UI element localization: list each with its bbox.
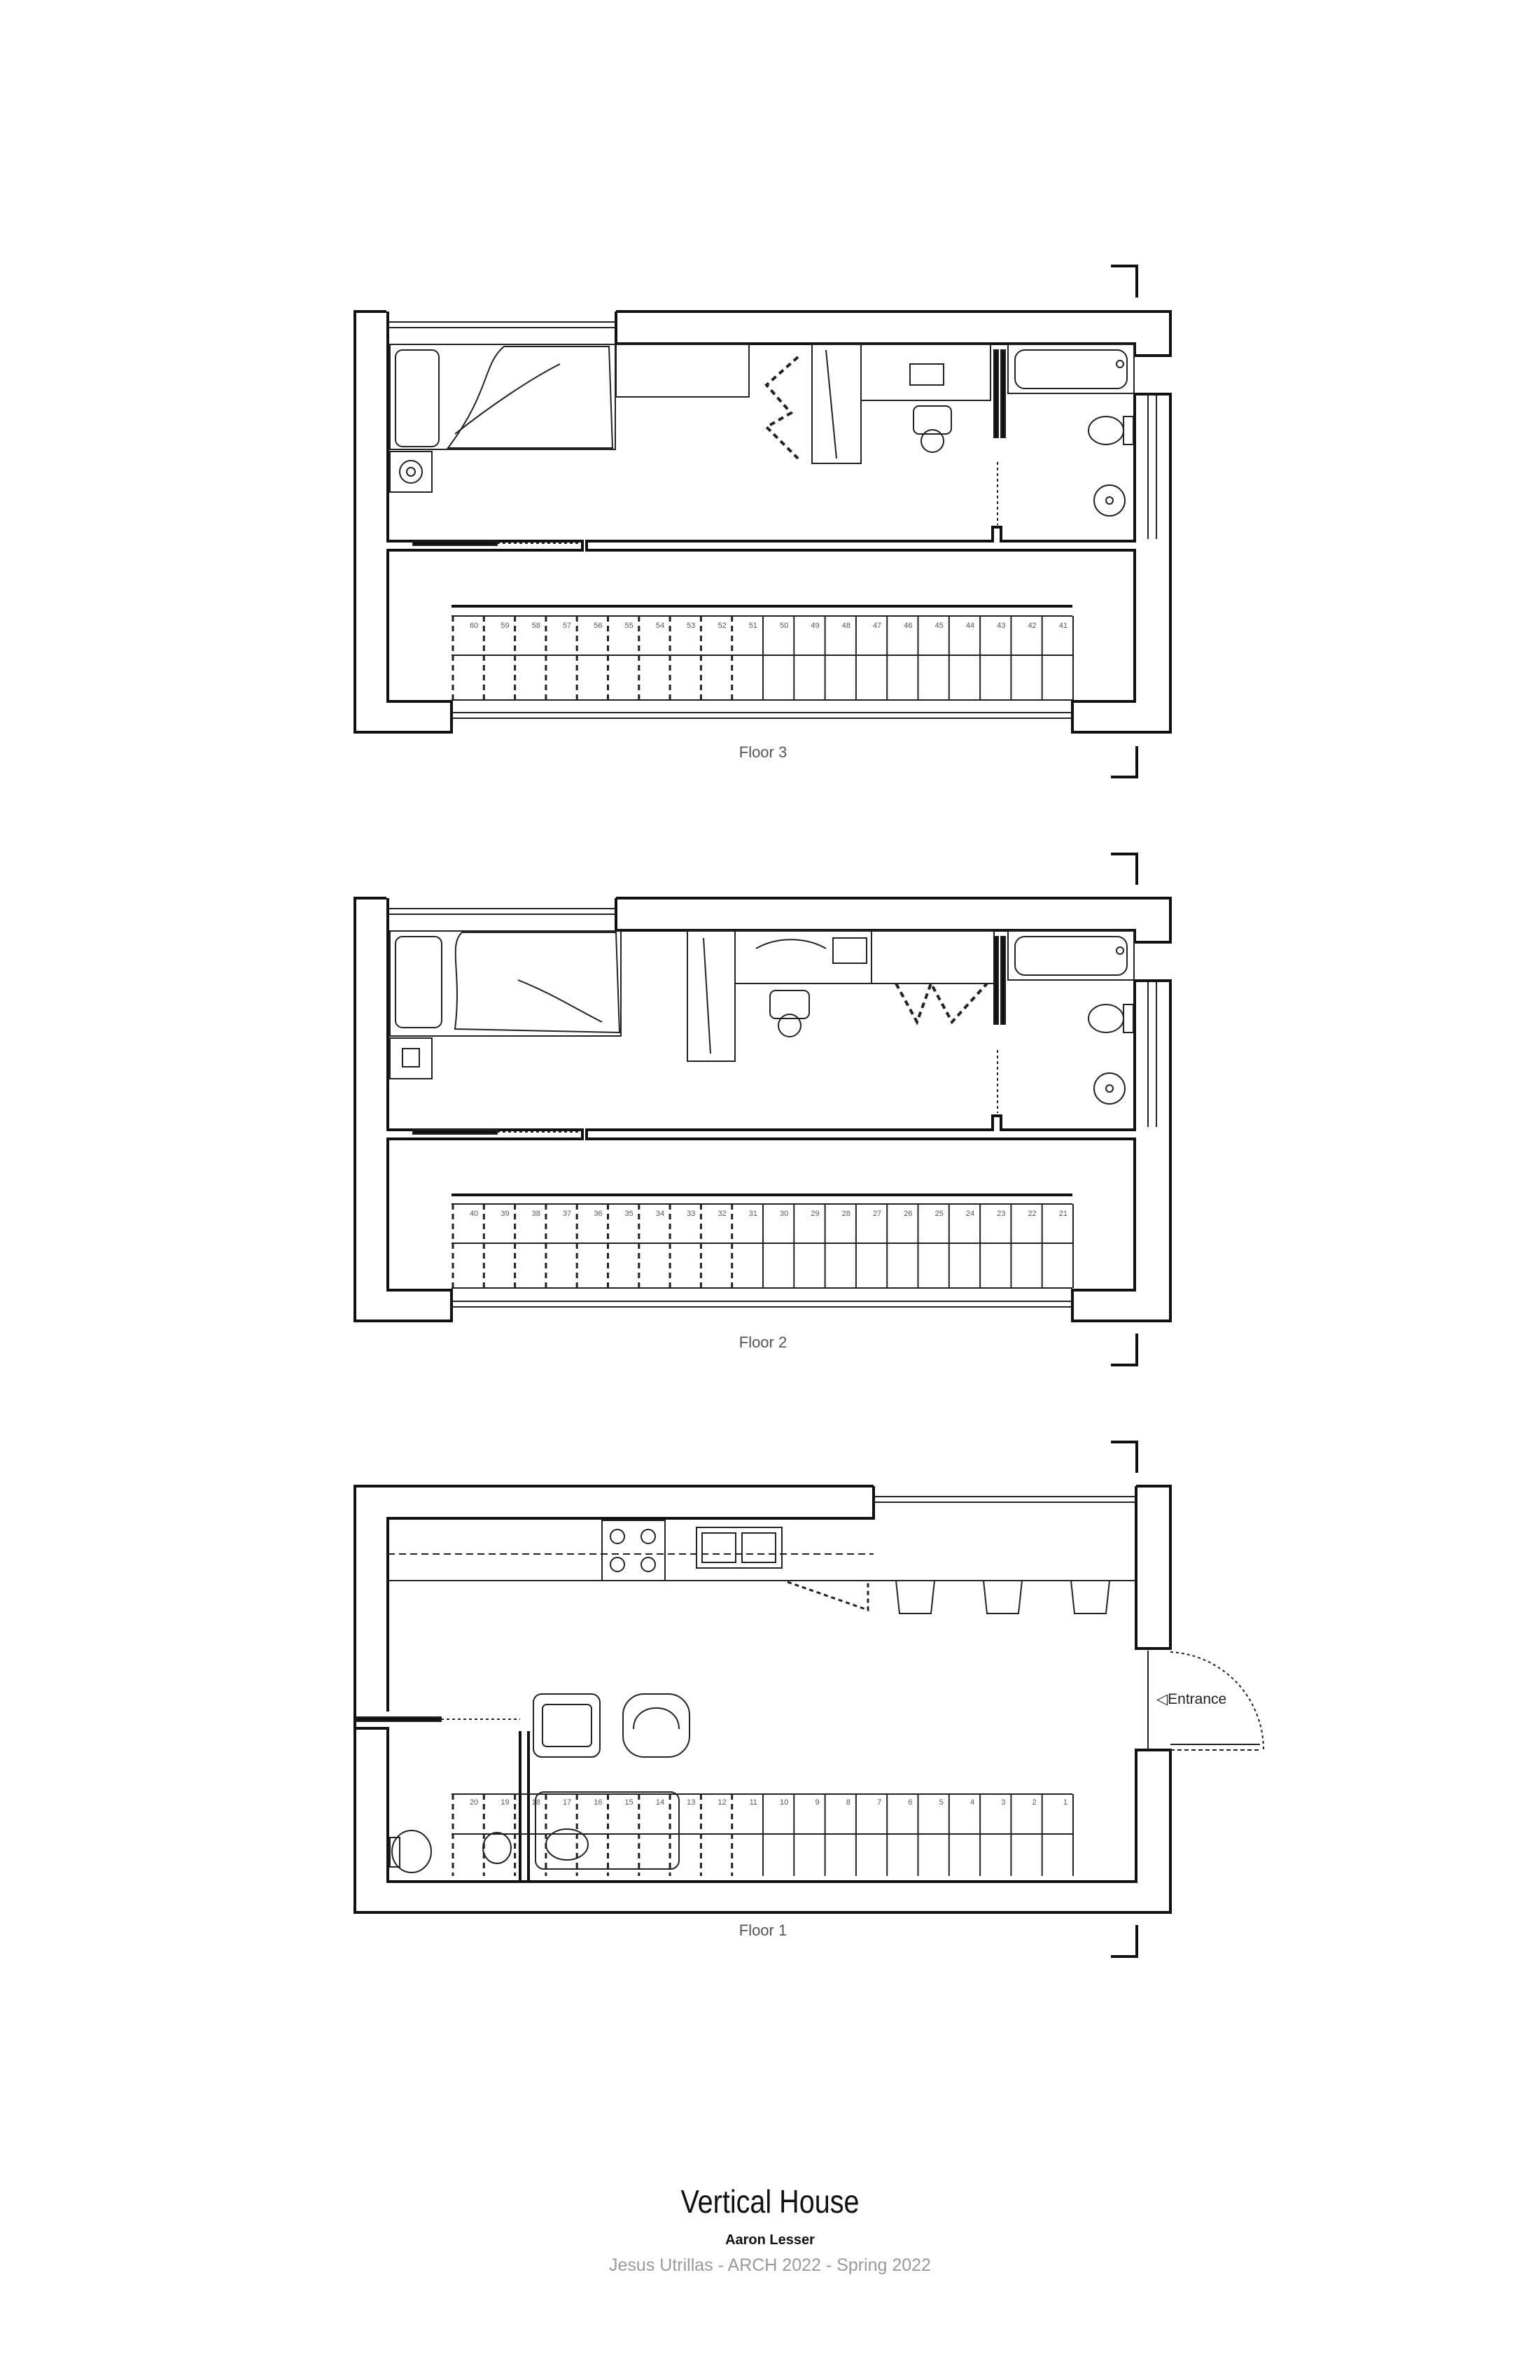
stair-step-number: 33 [687,1210,695,1218]
stair-step-number: 13 [687,1798,695,1807]
stair-step-number: 41 [1059,622,1068,630]
stair-step-number: 39 [500,1210,509,1218]
sheet-credits: Jesus Utrillas - ARCH 2022 - Spring 2022 [609,2255,931,2275]
wall [585,979,1172,1322]
stair-step-number: 30 [780,1210,788,1218]
sheet-title: Vertical House [680,2183,860,2220]
stair-step-number: 38 [532,1210,540,1218]
wall [354,897,584,1322]
stair-step-number: 19 [500,1798,509,1807]
stair-step-number: 1 [1063,1798,1068,1807]
floor-1-plan: 20 19 18 17 16 15 14 13 12 11 10 9 8 7 6 5 4 3 2 1 [354,1441,1265,1958]
stair-step-number: 26 [904,1210,912,1218]
stair-step-number: 60 [470,622,478,630]
stair-step-number: 51 [749,622,757,630]
stair-step-number: 20 [470,1798,478,1807]
stair-step-number: 42 [1028,622,1036,630]
stair-step-number: 14 [656,1798,664,1807]
stair-step-number: 44 [966,622,974,630]
stair-step-number: 9 [815,1798,819,1807]
wall [354,310,584,734]
stair-step-number: 3 [1001,1798,1005,1807]
stair-step-number: 12 [718,1798,726,1807]
stair-step-number: 29 [811,1210,819,1218]
stair-step-number: 24 [966,1210,974,1218]
floor-3-plan: 60 59 58 57 56 55 54 53 52 51 50 49 48 47 46 45 44 43 42 41 [354,265,1172,778]
stair-step-number: 6 [908,1798,912,1807]
stair-step-number: 35 [625,1210,634,1218]
stair-step-number: 57 [563,622,571,630]
stair-step-number: 5 [939,1798,944,1807]
stair-step-number: 27 [873,1210,881,1218]
stair-step-number: 56 [594,622,602,630]
wall [1135,1485,1172,1650]
stair-step-number: 10 [780,1798,788,1807]
stair-step-number: 58 [532,622,540,630]
stair-step-number: 45 [935,622,944,630]
stair-step-number: 49 [811,622,819,630]
wall [615,310,1172,357]
stair-step-number: 59 [500,622,509,630]
stair-step-number: 32 [718,1210,726,1218]
stair-step-number: 18 [532,1798,540,1807]
stair-step-number: 52 [718,622,726,630]
floor-1-label: Floor 1 [738,1921,788,1939]
stair-step-number: 25 [935,1210,944,1218]
stair-step-number: 36 [594,1210,602,1218]
stair-step-number: 46 [904,622,912,630]
floor-2-plan: 40 39 38 37 36 35 34 33 32 31 30 29 28 27 26 25 24 23 22 21 [354,853,1172,1366]
floor-2-label: Floor 2 [738,1334,788,1351]
stair-step-number: 47 [873,622,881,630]
stair-step-number: 22 [1028,1210,1036,1218]
stair-step-number: 21 [1059,1210,1068,1218]
stair-step-number: 34 [656,1210,664,1218]
floor-3-label: Floor 3 [738,743,788,761]
stair-step-number: 54 [656,622,664,630]
sheet-author: Aaron Lesser [725,2232,815,2248]
stair-step-number: 50 [780,622,788,630]
stair-step-number: 7 [877,1798,881,1807]
stair-step-number: 15 [625,1798,634,1807]
stair-step-number: 55 [625,622,634,630]
stair-step-number: 4 [970,1798,974,1807]
stair-step-number: 37 [563,1210,571,1218]
stair-step-number: 8 [846,1798,850,1807]
stair-step-number: 43 [997,622,1005,630]
wall [615,897,1172,944]
stair-step-number: 2 [1032,1798,1037,1807]
stair-step-number: 23 [997,1210,1005,1218]
stair-step-number: 11 [750,1798,757,1807]
entrance-label: ◁Entrance [1156,1691,1227,1707]
stair-step-number: 16 [594,1798,602,1807]
stair-step-number: 48 [842,622,850,630]
wall [354,1485,1172,1914]
stair-step-number: 40 [470,1210,478,1218]
stair-step-number: 17 [563,1798,571,1807]
stair-step-number: 31 [749,1210,757,1218]
stair-step-number: 28 [842,1210,850,1218]
wall [585,393,1172,734]
stair-step-number: 53 [687,622,695,630]
